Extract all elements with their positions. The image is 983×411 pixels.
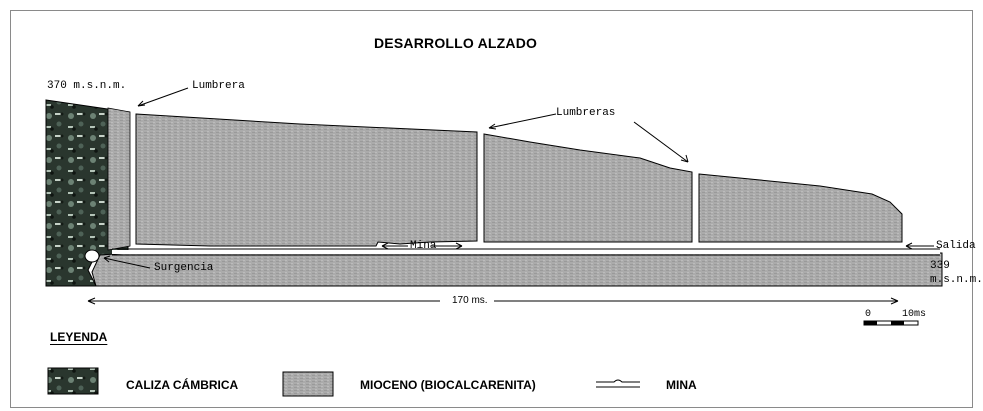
elevation-top-label: 370 m.s.n.m. [47, 80, 127, 92]
mioceno-block-3 [698, 173, 903, 243]
legend-title: LEYENDA [50, 330, 108, 344]
lumbreras-label: Lumbreras [556, 107, 616, 119]
scale-bar [863, 320, 919, 326]
mioceno-block-1 [135, 113, 478, 247]
legend-swatch-mioceno [282, 371, 334, 397]
scale-ten-label: 10ms [902, 309, 927, 320]
lumbrera-label: Lumbrera [192, 80, 245, 92]
mioceno-strip [107, 107, 131, 251]
mina-label: Mina [410, 240, 437, 252]
elevation-bottom-unit: m.s.n.m. [930, 274, 983, 286]
mioceno-lower-band [91, 252, 943, 287]
length-label: 170 ms. [452, 295, 488, 306]
legend-label-mina: MINA [666, 378, 697, 392]
legend-label-mioceno: MIOCENO (BIOCALCARENITA) [360, 378, 536, 392]
mioceno-block-2 [483, 133, 693, 243]
scale-zero-label: 0 [865, 309, 872, 320]
diagram-title: DESARROLLO ALZADO [374, 35, 538, 51]
mina-gallery [112, 250, 940, 254]
legend-label-caliza: CALIZA CÁMBRICA [126, 378, 239, 392]
surgencia-hole [84, 249, 100, 263]
legend-swatch-caliza [47, 367, 99, 395]
salida-label: Salida [936, 240, 976, 252]
elevation-bottom-value: 339 [930, 260, 950, 272]
legend-swatch-mina [596, 379, 640, 388]
surgencia-label: Surgencia [154, 262, 214, 274]
